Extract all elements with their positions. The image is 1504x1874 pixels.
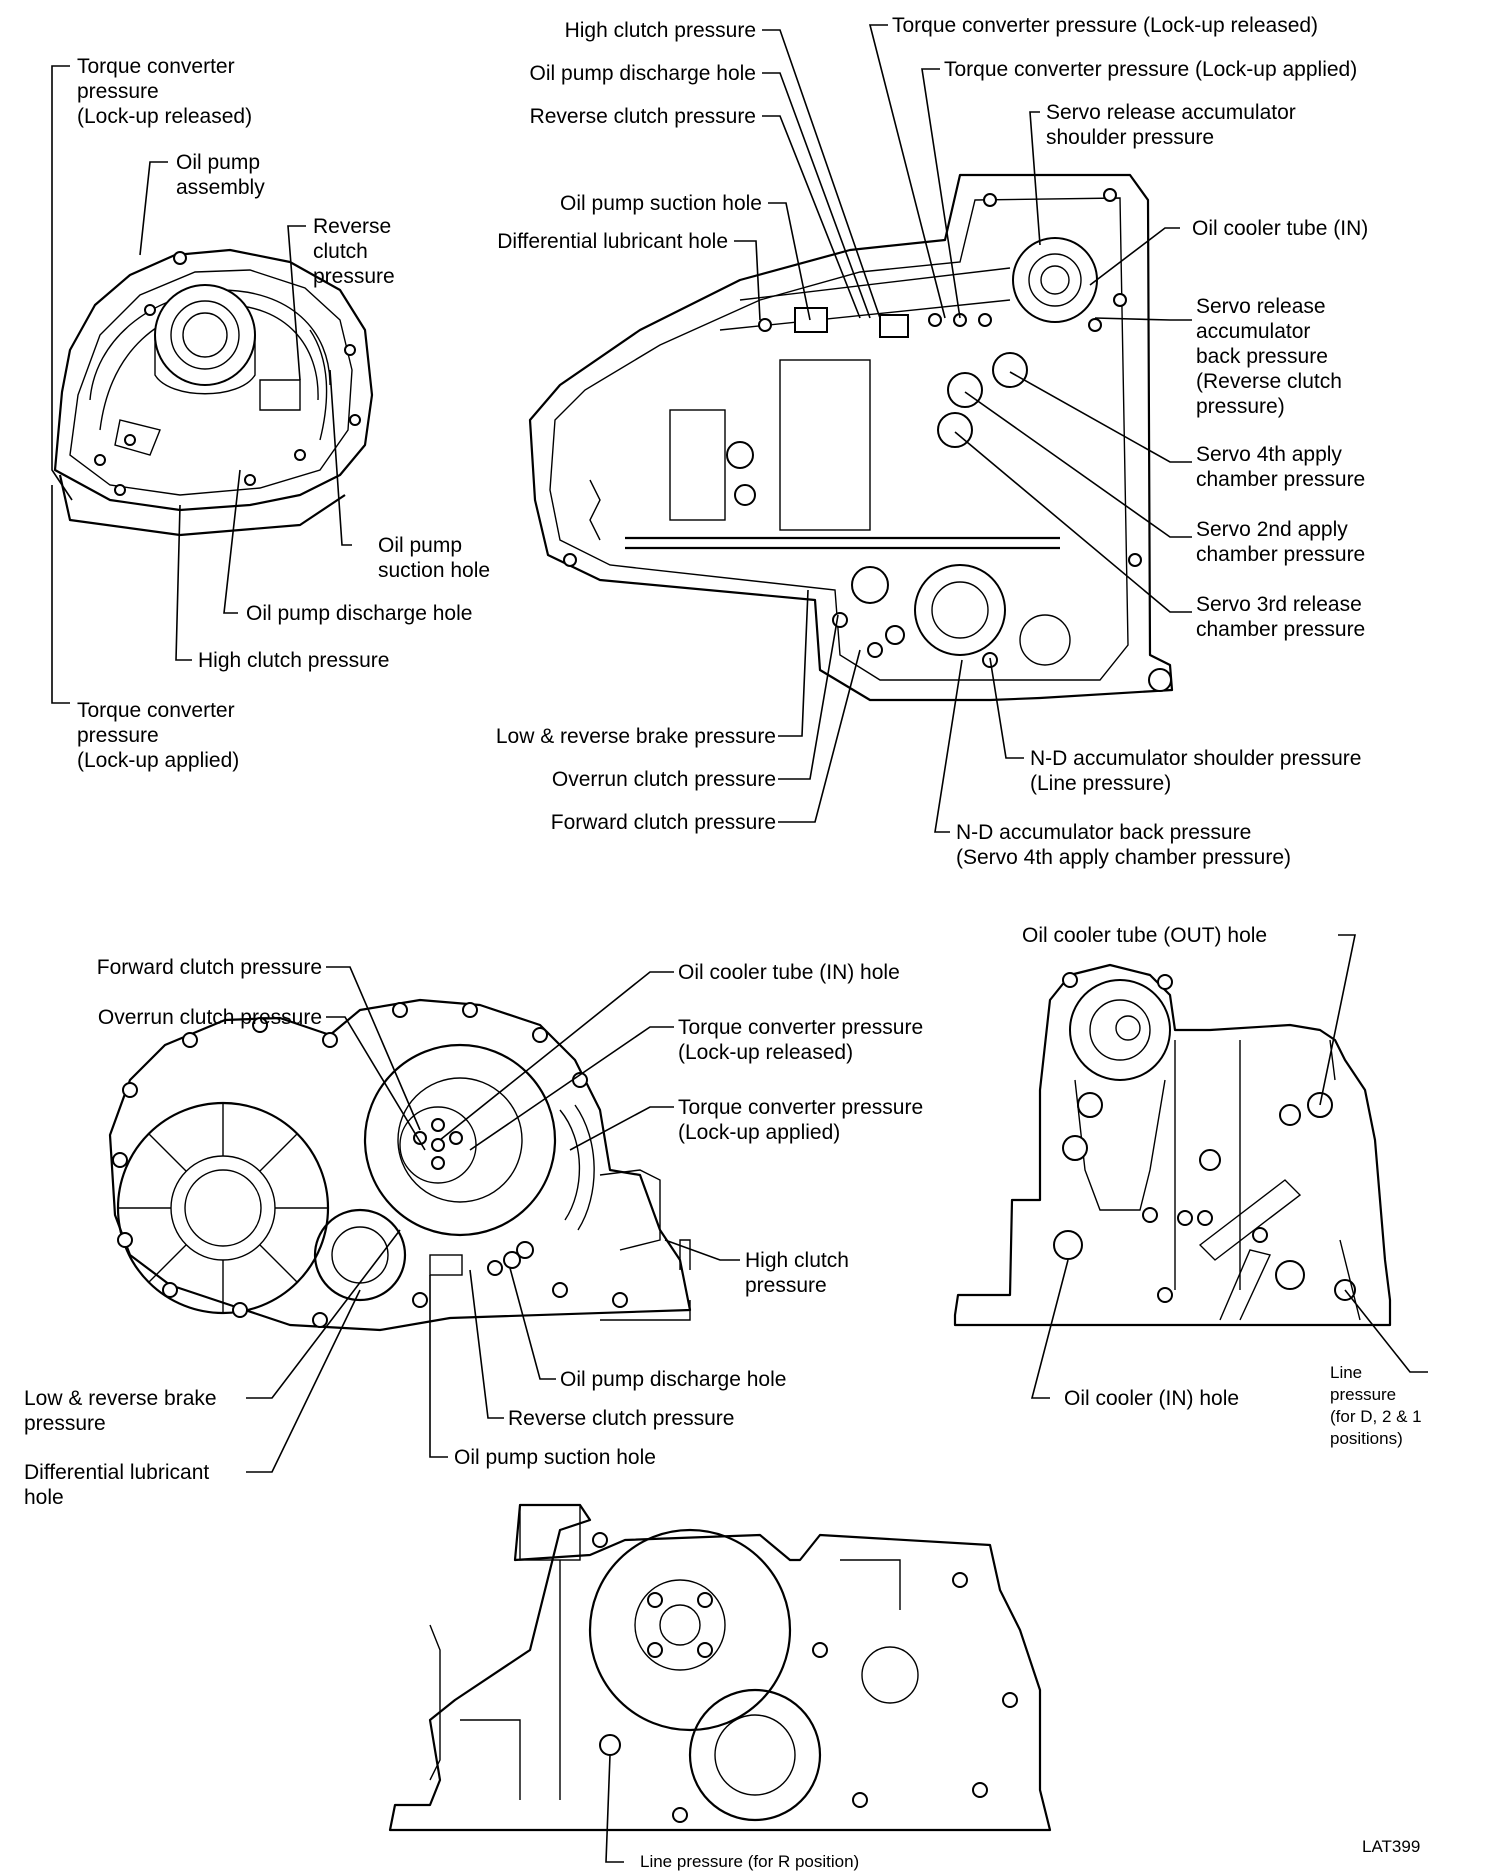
housing-forward-clutch-label: Forward clutch pressure [96,956,322,979]
side-cooler-in-hole-label: Oil cooler (IN) hole [1064,1387,1240,1410]
case-suction-hole-label: Oil pump suction hole [560,192,762,215]
housing-discharge-hole-label: Oil pump discharge hole [560,1368,787,1391]
housing-suction-hole-label: Oil pump suction hole [454,1446,656,1469]
side-cooler-out-hole-label: Oil cooler tube (OUT) hole [1022,924,1268,947]
converter-housing-drawing [108,998,692,1332]
housing-tc-released-label: Torque converter pressure(Lock-up releas… [678,1016,924,1064]
pump-discharge-hole-label: Oil pump discharge hole [246,602,473,625]
case-oil-cooler-in-label: Oil cooler tube (IN) [1192,217,1369,240]
case-tc-released-label: Torque converter pressure (Lock-up relea… [892,14,1319,37]
case-nd-back-label: N-D accumulator back pressure(Servo 4th … [956,821,1291,869]
case-high-clutch-label: High clutch pressure [564,19,756,42]
housing-cooler-in-hole-label: Oil cooler tube (IN) hole [678,961,900,984]
housing-tc-applied-label: Torque converter pressure(Lock-up applie… [678,1096,924,1144]
case-reverse-clutch-label: Reverse clutch pressure [529,105,756,128]
case-diff-lube-hole-label: Differential lubricant hole [497,230,728,253]
case-overrun-clutch-label: Overrun clutch pressure [551,768,776,791]
case-low-reverse-label: Low & reverse brake pressure [495,725,776,748]
housing-reverse-clutch-label: Reverse clutch pressure [508,1407,735,1430]
bottom-line-pressure-r-label: Line pressure (for R position) [640,1852,860,1871]
pump-high-clutch-label: High clutch pressure [198,649,390,672]
case-forward-clutch-label: Forward clutch pressure [550,811,776,834]
oil-pump-assembly-drawing [53,248,374,537]
housing-overrun-clutch-label: Overrun clutch pressure [97,1006,322,1029]
case-side-view-drawing [953,963,1392,1327]
figure-code-label: LAT399 [1362,1837,1421,1856]
transaxle-case-drawing [528,173,1174,702]
case-nd-shoulder-label: N-D accumulator shoulder pressure(Line p… [1030,747,1362,795]
case-discharge-hole-label: Oil pump discharge hole [529,62,756,85]
case-tc-applied-label: Torque converter pressure (Lock-up appli… [944,58,1358,81]
leader-lines [51,24,1428,1863]
transaxle-bottom-view-drawing [388,1503,1052,1832]
